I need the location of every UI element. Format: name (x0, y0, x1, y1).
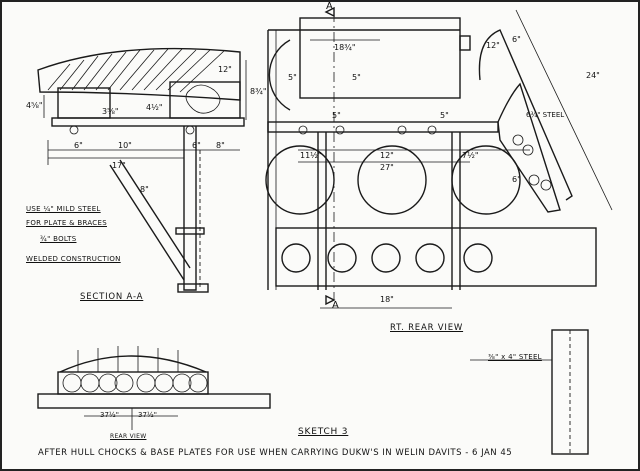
hull-hatched-area (37, 47, 241, 101)
curved-bracket (497, 82, 561, 213)
section-caption: SECTION A-A (80, 292, 144, 302)
diagonal-brace (109, 164, 185, 281)
dim-label: 5" (440, 111, 449, 120)
dim-label: 11½" (300, 151, 322, 160)
material-note: USE ¼" MILD STEEL (26, 205, 101, 213)
strap-label: ⅜" x 4" STEEL (488, 353, 542, 361)
dim-label: 3⅝" (102, 107, 119, 116)
dim-label: 7½" (462, 151, 479, 160)
dim-label: 24" (586, 71, 600, 80)
bracket-rod (478, 29, 573, 201)
dim-label: 4½" (146, 103, 163, 112)
view-caption: REAR VIEW (110, 433, 147, 440)
dim-label: 4⅝" (26, 101, 43, 110)
dim-label: 6" (512, 175, 521, 184)
section-a-a-view (37, 47, 247, 293)
foot-plate (177, 283, 209, 293)
dim-label: 10" (118, 141, 132, 150)
view-caption: RT. REAR VIEW (390, 323, 464, 333)
dim-label: 17" (112, 161, 126, 170)
dim-label: 8" (216, 141, 225, 150)
dim-label: 5" (332, 111, 341, 120)
dim-label: 6" (512, 35, 521, 44)
chock-block-right (169, 81, 241, 119)
dim-label: 5" (352, 73, 361, 82)
dim-label: 18" (380, 295, 394, 304)
base-plate (51, 117, 245, 127)
dim-label: 6" (74, 141, 83, 150)
dim-label: 5" (288, 73, 297, 82)
bolt-note: ¾" BOLTS (40, 235, 77, 243)
small-hull (59, 355, 207, 373)
strap-detail (470, 329, 589, 455)
hull-hatching (47, 48, 225, 93)
arc (268, 39, 291, 111)
material-note: FOR PLATE & BRACES (26, 219, 107, 227)
vertical-plate (183, 126, 197, 291)
dim-label: 12" (486, 41, 500, 50)
dim-label: 37½" (100, 411, 119, 419)
lower-box-beam (275, 227, 597, 287)
upper-housing (299, 17, 461, 99)
sketch-title: SKETCH 3 (298, 427, 349, 437)
rear-view (265, 6, 613, 309)
welding-note: WELDED CONSTRUCTION (26, 255, 121, 263)
base-beam (267, 121, 499, 133)
dim-label: 8" (140, 185, 149, 194)
section-marker: A (332, 300, 339, 311)
bolt (185, 125, 195, 135)
stiffener (175, 227, 205, 235)
dim-label: 37½" (138, 411, 157, 419)
bolt (69, 125, 79, 135)
dim-label: 8¾" (250, 87, 267, 96)
dim-label: 18¾" (334, 43, 356, 52)
wheel-center (357, 145, 427, 215)
dim-label: 6" (192, 141, 201, 150)
wood-grain (185, 84, 221, 114)
small-rear-view (37, 346, 271, 430)
dim-label: 27" (380, 163, 394, 172)
section-marker: A (326, 1, 333, 12)
dim-label: 12" (218, 65, 232, 74)
steel-label: 6¾" STEEL (526, 111, 565, 119)
drawing-subtitle: AFTER HULL CHOCKS & BASE PLATES FOR USE … (38, 448, 513, 458)
small-base-beam (37, 393, 271, 409)
dim-label: 12" (380, 151, 394, 160)
